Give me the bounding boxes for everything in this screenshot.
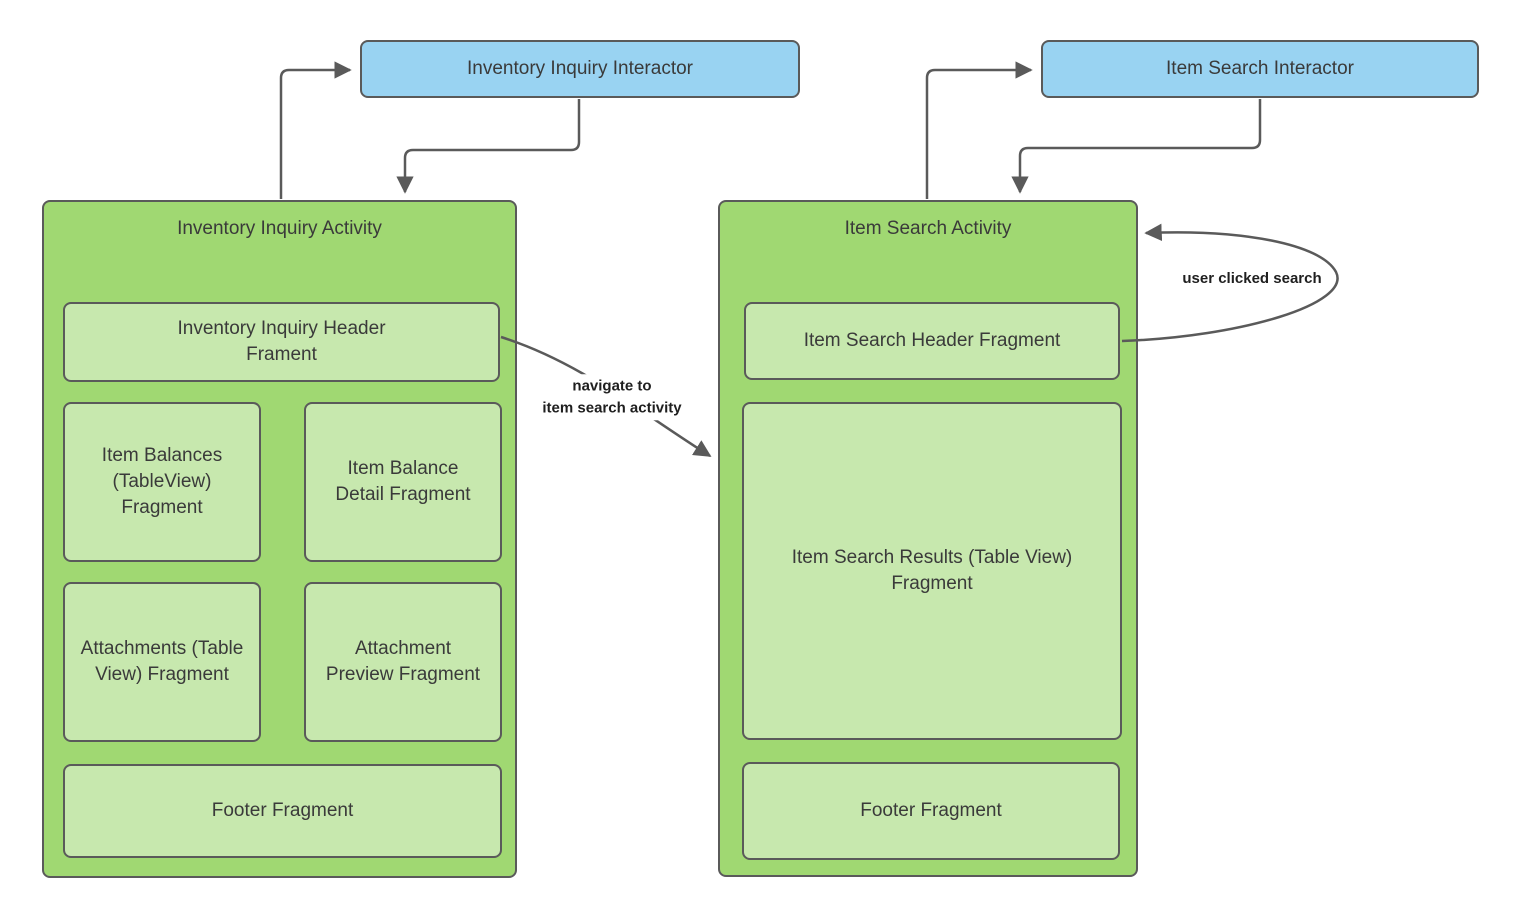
item-search-results-fragment: Item Search Results (Table View) Fragmen… — [742, 402, 1122, 740]
connector-search-interactor-to-activity — [1011, 99, 1262, 194]
item-search-activity-title: Item Search Activity — [844, 218, 1012, 239]
inventory-inquiry-header-fragment: Inventory Inquiry Header Frament — [63, 302, 500, 382]
item-search-header-fragment: Item Search Header Fragment — [744, 302, 1120, 380]
search-footer-fragment: Footer Fragment — [742, 762, 1120, 860]
inventory-footer-fragment: Footer Fragment — [63, 764, 502, 858]
inventory-inquiry-activity-node: Inventory Inquiry Activity Inventory Inq… — [42, 200, 517, 878]
item-search-interactor-label: Item Search Interactor — [1166, 58, 1354, 79]
inventory-inquiry-interactor-node: Inventory Inquiry Interactor — [360, 40, 800, 98]
item-balances-fragment: Item Balances (TableView) Fragment — [63, 402, 261, 562]
connector-search-activity-to-interactor — [925, 61, 1033, 199]
attachments-fragment: Attachments (Table View) Fragment — [63, 582, 261, 742]
item-search-interactor-node: Item Search Interactor — [1041, 40, 1479, 98]
connector-user-clicked-search — [1121, 223, 1339, 343]
inventory-inquiry-activity-title: Inventory Inquiry Activity — [177, 218, 382, 239]
user-clicked-search-edge-label: user clicked search — [1177, 267, 1327, 291]
attachment-preview-fragment: Attachment Preview Fragment — [304, 582, 502, 742]
navigate-edge-label: navigate to item search activity — [537, 374, 687, 420]
connector-inventory-interactor-to-activity — [396, 99, 581, 194]
item-search-activity-node: Item Search Activity Item Search Header … — [718, 200, 1138, 877]
connector-inventory-activity-to-interactor — [279, 61, 352, 199]
item-balance-detail-fragment: Item Balance Detail Fragment — [304, 402, 502, 562]
inventory-inquiry-interactor-label: Inventory Inquiry Interactor — [467, 58, 693, 79]
